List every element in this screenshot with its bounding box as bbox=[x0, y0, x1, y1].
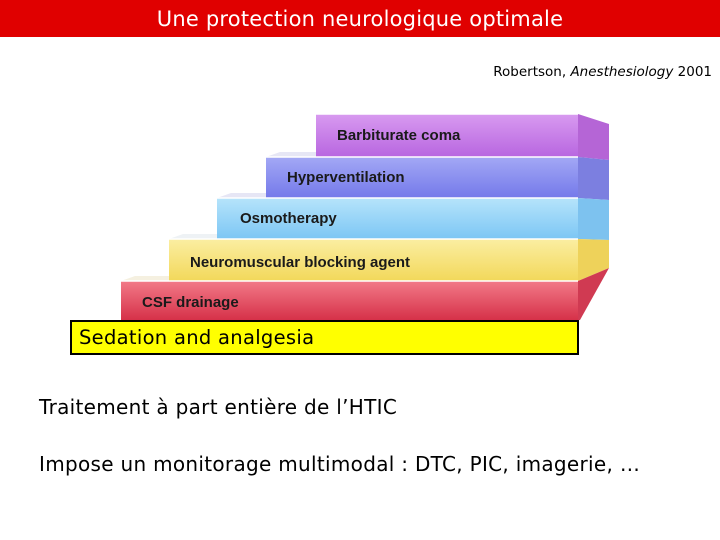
step-label-barbiturate: Barbiturate coma bbox=[337, 127, 461, 144]
page-title: Une protection neurologique optimale bbox=[156, 6, 564, 31]
step-tread-nmba bbox=[169, 234, 231, 239]
step-side-hyperventilation bbox=[578, 157, 609, 200]
step-riser-hyperventilation bbox=[266, 157, 578, 198]
citation-year: 2001 bbox=[677, 64, 712, 80]
citation-journal: Anesthesiology bbox=[570, 64, 674, 80]
step-riser-osmotherapy bbox=[217, 198, 578, 239]
step-riser-barbiturate bbox=[316, 114, 578, 157]
step-label-csf: CSF drainage bbox=[142, 294, 239, 311]
body-text-line-1: Traitement à part entière de l’HTIC bbox=[39, 395, 398, 419]
base-step-label: Sedation and analgesia bbox=[79, 326, 315, 349]
step-side-barbiturate bbox=[578, 114, 609, 160]
step-side-csf bbox=[578, 268, 609, 320]
step-tread-osmotherapy bbox=[217, 193, 280, 198]
step-riser-csf bbox=[121, 281, 578, 321]
step-label-hyperventilation: Hyperventilation bbox=[287, 169, 405, 186]
body-text-line-2: Impose un monitorage multimodal : DTC, P… bbox=[39, 452, 641, 476]
step-tread-csf bbox=[121, 276, 183, 281]
citation-author: Robertson, bbox=[493, 64, 567, 80]
step-label-nmba: Neuromuscular blocking agent bbox=[190, 254, 411, 271]
step-label-osmotherapy: Osmotherapy bbox=[240, 210, 337, 227]
citation: Robertson, Anesthesiology 2001 bbox=[493, 64, 712, 80]
step-side-nmba bbox=[578, 239, 609, 281]
step-side-osmotherapy bbox=[578, 198, 609, 240]
title-bar: Une protection neurologique optimale bbox=[0, 0, 720, 37]
step-tread-hyperventilation bbox=[266, 152, 330, 157]
base-step-box: Sedation and analgesia bbox=[70, 320, 579, 355]
step-riser-nmba bbox=[169, 239, 578, 281]
